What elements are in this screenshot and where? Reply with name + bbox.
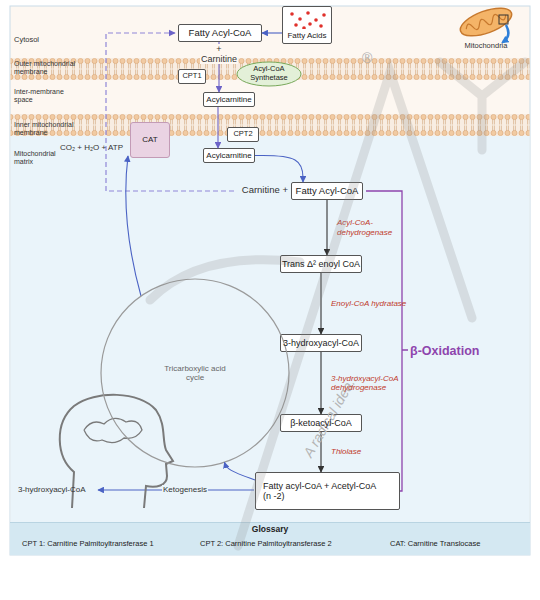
mitochondrion-cristae bbox=[465, 11, 507, 33]
node-label: Acyl-CoA Synthetase bbox=[243, 65, 295, 82]
node-label: Fatty Acids bbox=[287, 31, 326, 40]
node-label: (n -2) bbox=[263, 491, 285, 501]
metabolite-box: 3-hydroxyacyl-CoA bbox=[280, 334, 362, 352]
fatty-acid-dot bbox=[322, 13, 326, 17]
flow-arrow bbox=[320, 352, 321, 414]
icon-label: Mitochondria bbox=[465, 42, 508, 51]
fatty-acid-dot bbox=[306, 11, 310, 15]
metabolite-box: Fatty Acyl-CoA bbox=[291, 182, 363, 200]
substrate-label: Carnitine bbox=[200, 54, 238, 64]
substrate-box: Fatty Acyl-CoA bbox=[178, 24, 262, 42]
mitochondrion-icon bbox=[457, 2, 515, 41]
node-label: 3-hydroxyacyl-CoA bbox=[283, 338, 359, 348]
region-label: Inner mitochondrial membrane bbox=[14, 121, 92, 137]
pathway-label: Ketogenesis bbox=[162, 485, 208, 494]
node-label: Trans Δ² enoyl CoA bbox=[282, 259, 360, 269]
plus-sign: + bbox=[215, 44, 222, 54]
enzyme-label: Enoyl-CoA hydratase bbox=[331, 299, 407, 308]
glossary-entry: CPT 1: Carnitine Palmitoyltransferase 1 bbox=[22, 540, 197, 549]
fatty-acid-dot bbox=[308, 22, 312, 26]
region-label: Inter-membrane space bbox=[14, 88, 78, 104]
mitochondrion-body bbox=[457, 2, 515, 41]
glossary-entry: CAT: Carnitine Translocase bbox=[390, 540, 525, 549]
matrix-region bbox=[11, 136, 530, 522]
cycle-circle-shape bbox=[101, 279, 289, 467]
fatty-acid-dot bbox=[314, 18, 318, 22]
watermark-stroke bbox=[440, 62, 525, 150]
region-label: Mitochondrial matrix bbox=[14, 150, 74, 166]
product-label: 3-hydroxyacyl-CoA bbox=[18, 485, 86, 494]
products-arrow bbox=[126, 156, 141, 296]
node-label: CPT2 bbox=[233, 130, 252, 139]
intermediate-box: Acylcarnitine bbox=[203, 148, 255, 163]
node-label: CAT bbox=[142, 135, 157, 144]
node-label: β-ketoacyl-CoA bbox=[290, 418, 352, 428]
intermediate-box: Acylcarnitine bbox=[203, 92, 255, 107]
fatty-acid-dot bbox=[319, 24, 323, 28]
panel-frame bbox=[10, 6, 530, 555]
flow-arrow bbox=[224, 462, 255, 480]
enzyme-ellipse: Acyl-CoA Synthetase bbox=[236, 61, 302, 87]
cycle-circle: Tricarboxylic acid cycle bbox=[100, 278, 290, 468]
watermark-logo bbox=[150, 62, 525, 546]
node-label: CPT1 bbox=[182, 72, 201, 81]
zoom-box bbox=[499, 15, 508, 24]
node-label: Fatty acyl-CoA + Acetyl-CoA bbox=[263, 481, 376, 491]
flow-arrow bbox=[326, 200, 327, 255]
brain-outline bbox=[84, 418, 142, 442]
source-box: Fatty Acids bbox=[282, 6, 332, 44]
node-label: Acylcarnitine bbox=[206, 151, 251, 160]
glossary-band: GlossaryCPT 1: Carnitine Palmitoyltransf… bbox=[10, 522, 530, 555]
flow-arrow bbox=[262, 32, 282, 33]
flow-arrow bbox=[320, 273, 321, 334]
zoom-arrow bbox=[503, 25, 508, 42]
inner-membrane bbox=[11, 114, 530, 136]
glossary-heading: Glossary bbox=[10, 525, 530, 535]
enzyme-box: CPT2 bbox=[227, 127, 259, 142]
registered-mark: ® bbox=[362, 50, 372, 66]
substrate-label: Carnitine + bbox=[242, 185, 288, 196]
fatty-acid-dot bbox=[294, 23, 298, 27]
node-label: Fatty Acyl-CoA bbox=[296, 186, 359, 197]
node-label: Fatty Acyl-CoA bbox=[189, 28, 252, 39]
fatty-acid-dot bbox=[298, 17, 302, 21]
glossary-entry: CPT 2: Carnitine Palmitoyltransferase 2 bbox=[200, 540, 380, 549]
region-label: Cytosol bbox=[14, 36, 94, 45]
enzyme-label: Acyl-CoA-dehydrogenase bbox=[337, 218, 413, 236]
enzyme-box: CPT1 bbox=[178, 69, 206, 84]
enzyme-label: 3-hydroxyacyl-CoA dehydrogenase bbox=[331, 374, 407, 392]
enzyme-ellipse-shape bbox=[237, 62, 301, 86]
metabolite-box: Trans Δ² enoyl CoA bbox=[280, 255, 362, 273]
product-label: CO₂ + H₂O + ATP bbox=[60, 143, 123, 152]
fatty-acid-dots bbox=[283, 7, 333, 29]
enzyme-label: Thiolase bbox=[331, 447, 407, 456]
flow-arrow bbox=[217, 107, 218, 148]
watermark-stroke bbox=[150, 260, 300, 300]
flow-arrow bbox=[255, 156, 303, 183]
region-label: Outer mitochondrial membrane bbox=[14, 60, 92, 76]
pathway-label: β-Oxidation bbox=[410, 344, 479, 358]
transporter-box: CAT bbox=[130, 122, 170, 158]
product-box: Fatty acyl-CoA + Acetyl-CoA(n -2) bbox=[255, 472, 400, 510]
node-label: Tricarboxylic acid cycle bbox=[160, 364, 230, 382]
node-label: Acylcarnitine bbox=[206, 95, 251, 104]
fatty-acid-dot bbox=[302, 26, 306, 29]
watermark-stroke bbox=[238, 72, 472, 546]
fatty-acid-dot bbox=[290, 12, 294, 16]
